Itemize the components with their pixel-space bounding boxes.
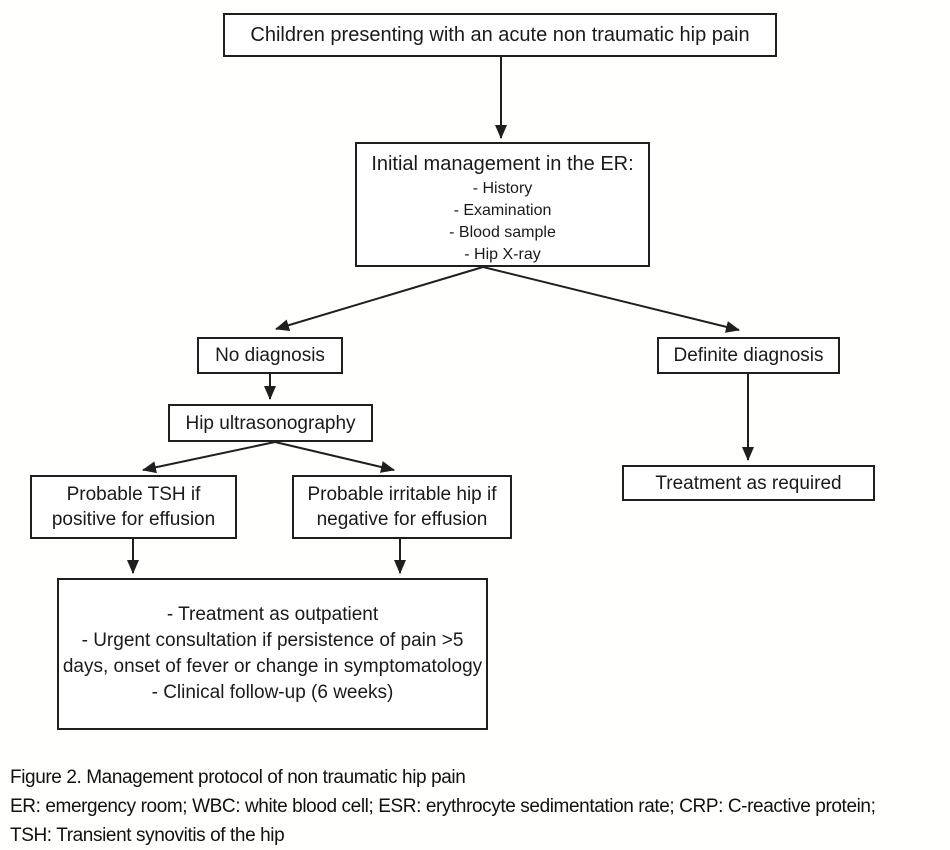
node-outpatient-plan: - Treatment as outpatient - Urgent consu… (57, 578, 488, 730)
node-definite-diagnosis-label: Definite diagnosis (673, 345, 824, 366)
node-outpatient-plan-line-follow-up: - Clinical follow-up (6 weeks) (151, 682, 394, 703)
node-treatment-as-required: Treatment as required (622, 465, 875, 501)
node-probable-irritable-hip-label: Probable irritable hip if negative for e… (307, 484, 497, 530)
node-definite-diagnosis: Definite diagnosis (657, 337, 840, 374)
node-outpatient-plan-line-urgent-consultation: - Urgent consultation if persistence of … (62, 630, 483, 677)
figure-caption-title: Figure 2. Management protocol of non tra… (10, 767, 466, 788)
edge-initial-to-definite-diagnosis-arrow (482, 266, 740, 333)
node-probable-tsh-label: Probable TSH if positive for effusion (51, 484, 216, 530)
node-initial-management-item-blood-sample: - Blood sample (449, 224, 556, 241)
figure-caption-abbreviations-continued: TSH: Transient synovitis of the hip (10, 825, 285, 846)
node-initial-management-item-hip-xray: - Hip X-ray (464, 246, 541, 263)
node-probable-irritable-hip: Probable irritable hip if negative for e… (292, 475, 512, 539)
node-no-diagnosis-label: No diagnosis (215, 345, 325, 366)
edge-initial-to-no-diagnosis-arrow (275, 266, 484, 332)
node-hip-ultrasonography-label: Hip ultrasonography (185, 412, 356, 434)
edge-hip-ultrasonography-to-probable-irritable-arrow (274, 441, 395, 473)
node-outpatient-plan-line-treatment: - Treatment as outpatient (166, 604, 379, 625)
edge-hip-ultrasonography-to-probable-tsh-arrow (142, 441, 276, 474)
node-initial-management-title: Initial management in the ER: (371, 153, 634, 175)
figure-caption-abbreviations: ER: emergency room; WBC: white blood cel… (10, 796, 876, 817)
node-children-presenting-label: Children presenting with an acute non tr… (250, 23, 750, 46)
node-initial-management-item-examination: - Examination (453, 202, 552, 219)
node-children-presenting: Children presenting with an acute non tr… (223, 13, 777, 57)
node-treatment-as-required-label: Treatment as required (655, 472, 842, 494)
figure-caption: Figure 2. Management protocol of non tra… (10, 763, 942, 850)
node-initial-management-item-history: - History (472, 180, 533, 197)
node-hip-ultrasonography: Hip ultrasonography (168, 404, 373, 442)
node-probable-tsh: Probable TSH if positive for effusion (30, 475, 237, 539)
node-initial-management: Initial management in the ER: - History … (355, 142, 650, 267)
node-no-diagnosis: No diagnosis (197, 337, 343, 374)
